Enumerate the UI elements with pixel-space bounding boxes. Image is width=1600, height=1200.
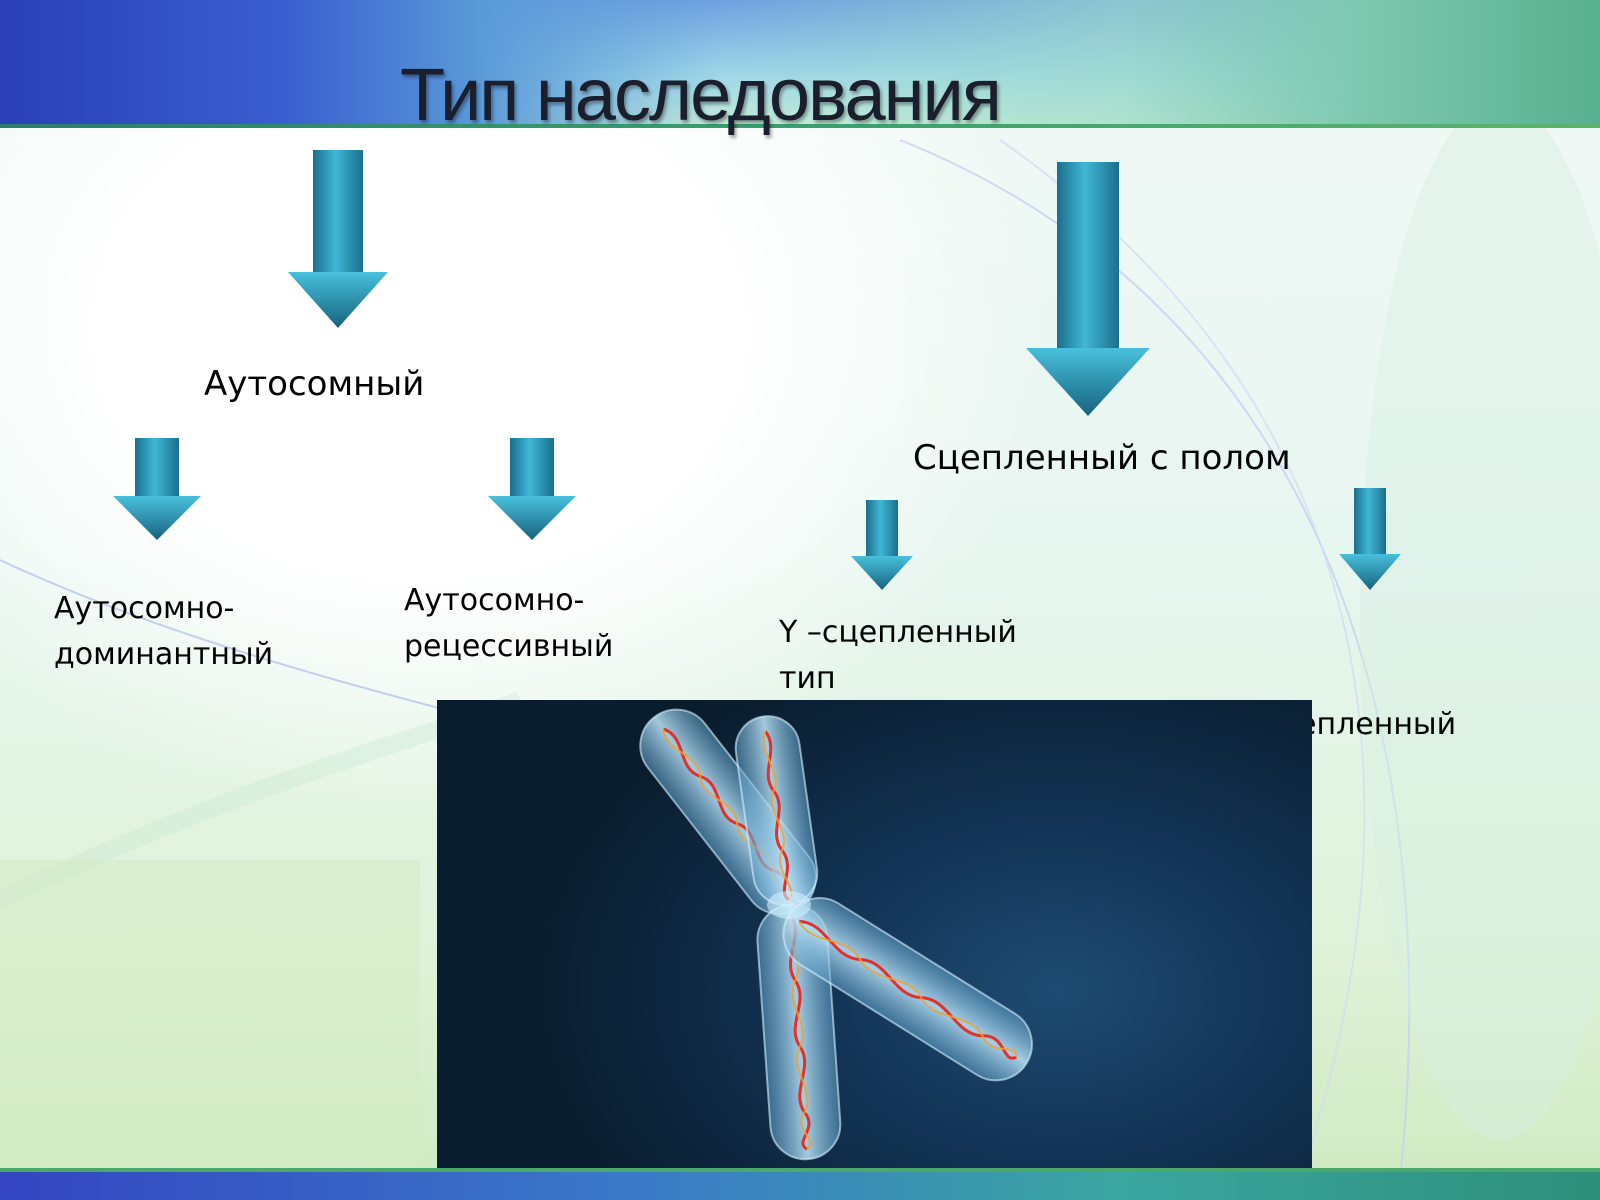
header-band <box>0 0 1600 128</box>
chromosome-illustration <box>639 708 1033 1161</box>
sex-linked-label: Сцепленный с полом <box>913 438 1291 478</box>
label-line: Аутосомно- <box>54 591 235 626</box>
label-line: рецессивный <box>404 629 614 664</box>
down-arrow-icon <box>288 150 388 328</box>
label-line: Y –сцепленный <box>779 615 1017 650</box>
down-arrow-icon <box>1339 488 1401 590</box>
down-arrow-icon <box>851 500 913 590</box>
footer-divider <box>0 1168 1600 1172</box>
autosomal-recessive-label: Аутосомно- рецессивный <box>404 578 613 670</box>
label-line: тип <box>779 661 836 696</box>
chromosome-image <box>437 700 1312 1170</box>
down-arrow-icon <box>488 438 576 540</box>
label-line: Аутосомно- <box>404 583 585 618</box>
label-line: доминантный <box>54 637 274 672</box>
autosomal-label: Аутосомный <box>204 364 425 404</box>
down-arrow-icon <box>1026 162 1150 416</box>
down-arrow-icon <box>113 438 201 540</box>
autosomal-dominant-label: Аутосомно- доминантный <box>54 586 273 678</box>
slide-title: Тип наследования <box>400 53 1002 136</box>
footer-band <box>0 1172 1600 1200</box>
header-divider <box>0 124 1600 128</box>
y-linked-label: Y –сцепленный тип <box>779 610 1017 702</box>
